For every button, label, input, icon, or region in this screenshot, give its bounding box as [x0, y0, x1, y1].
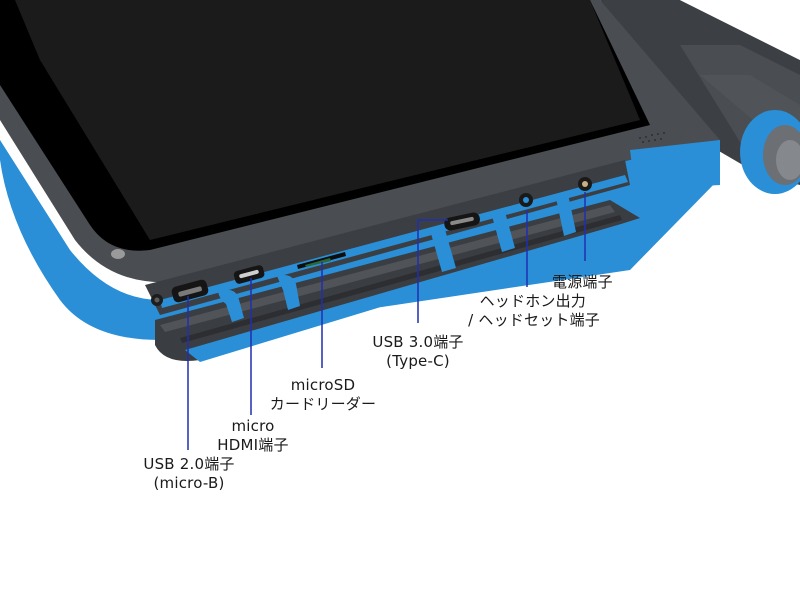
- callout-usb20: USB 2.0端子 (micro-B): [133, 455, 245, 493]
- hinge-cylinder: [600, 0, 800, 194]
- callout-power-line1: 電源端子: [552, 273, 613, 291]
- callout-micro-hdmi-line1: micro: [231, 417, 275, 435]
- callout-micro-hdmi-line2: HDMI端子: [217, 436, 289, 454]
- callout-usb20-line1: USB 2.0端子: [143, 455, 235, 473]
- port-strip: [145, 160, 630, 315]
- tablet-body: [0, 0, 720, 340]
- sensor-dot: [111, 249, 125, 259]
- callout-microsd-line2: カードリーダー: [269, 395, 377, 413]
- cover-tethers: [218, 194, 576, 322]
- callout-power: 電源端子: [552, 273, 613, 292]
- callout-usb30: USB 3.0端子 (Type-C): [362, 333, 474, 371]
- callout-micro-hdmi: micro HDMI端子: [200, 417, 306, 455]
- callout-headphone-line1: ヘッドホン出力: [479, 292, 586, 310]
- callout-microsd: microSD カードリーダー: [262, 376, 384, 414]
- callout-usb30-line1: USB 3.0端子: [372, 333, 464, 351]
- callout-headphone-line2: / ヘッドセット端子: [468, 311, 600, 329]
- callout-usb20-line2: (micro-B): [153, 474, 225, 492]
- callout-headphone: ヘッドホン出力 / ヘッドセット端子: [452, 292, 600, 330]
- callout-microsd-line1: microSD: [290, 376, 356, 394]
- callout-usb30-line2: (Type-C): [386, 352, 450, 370]
- leader-lines: [187, 192, 586, 450]
